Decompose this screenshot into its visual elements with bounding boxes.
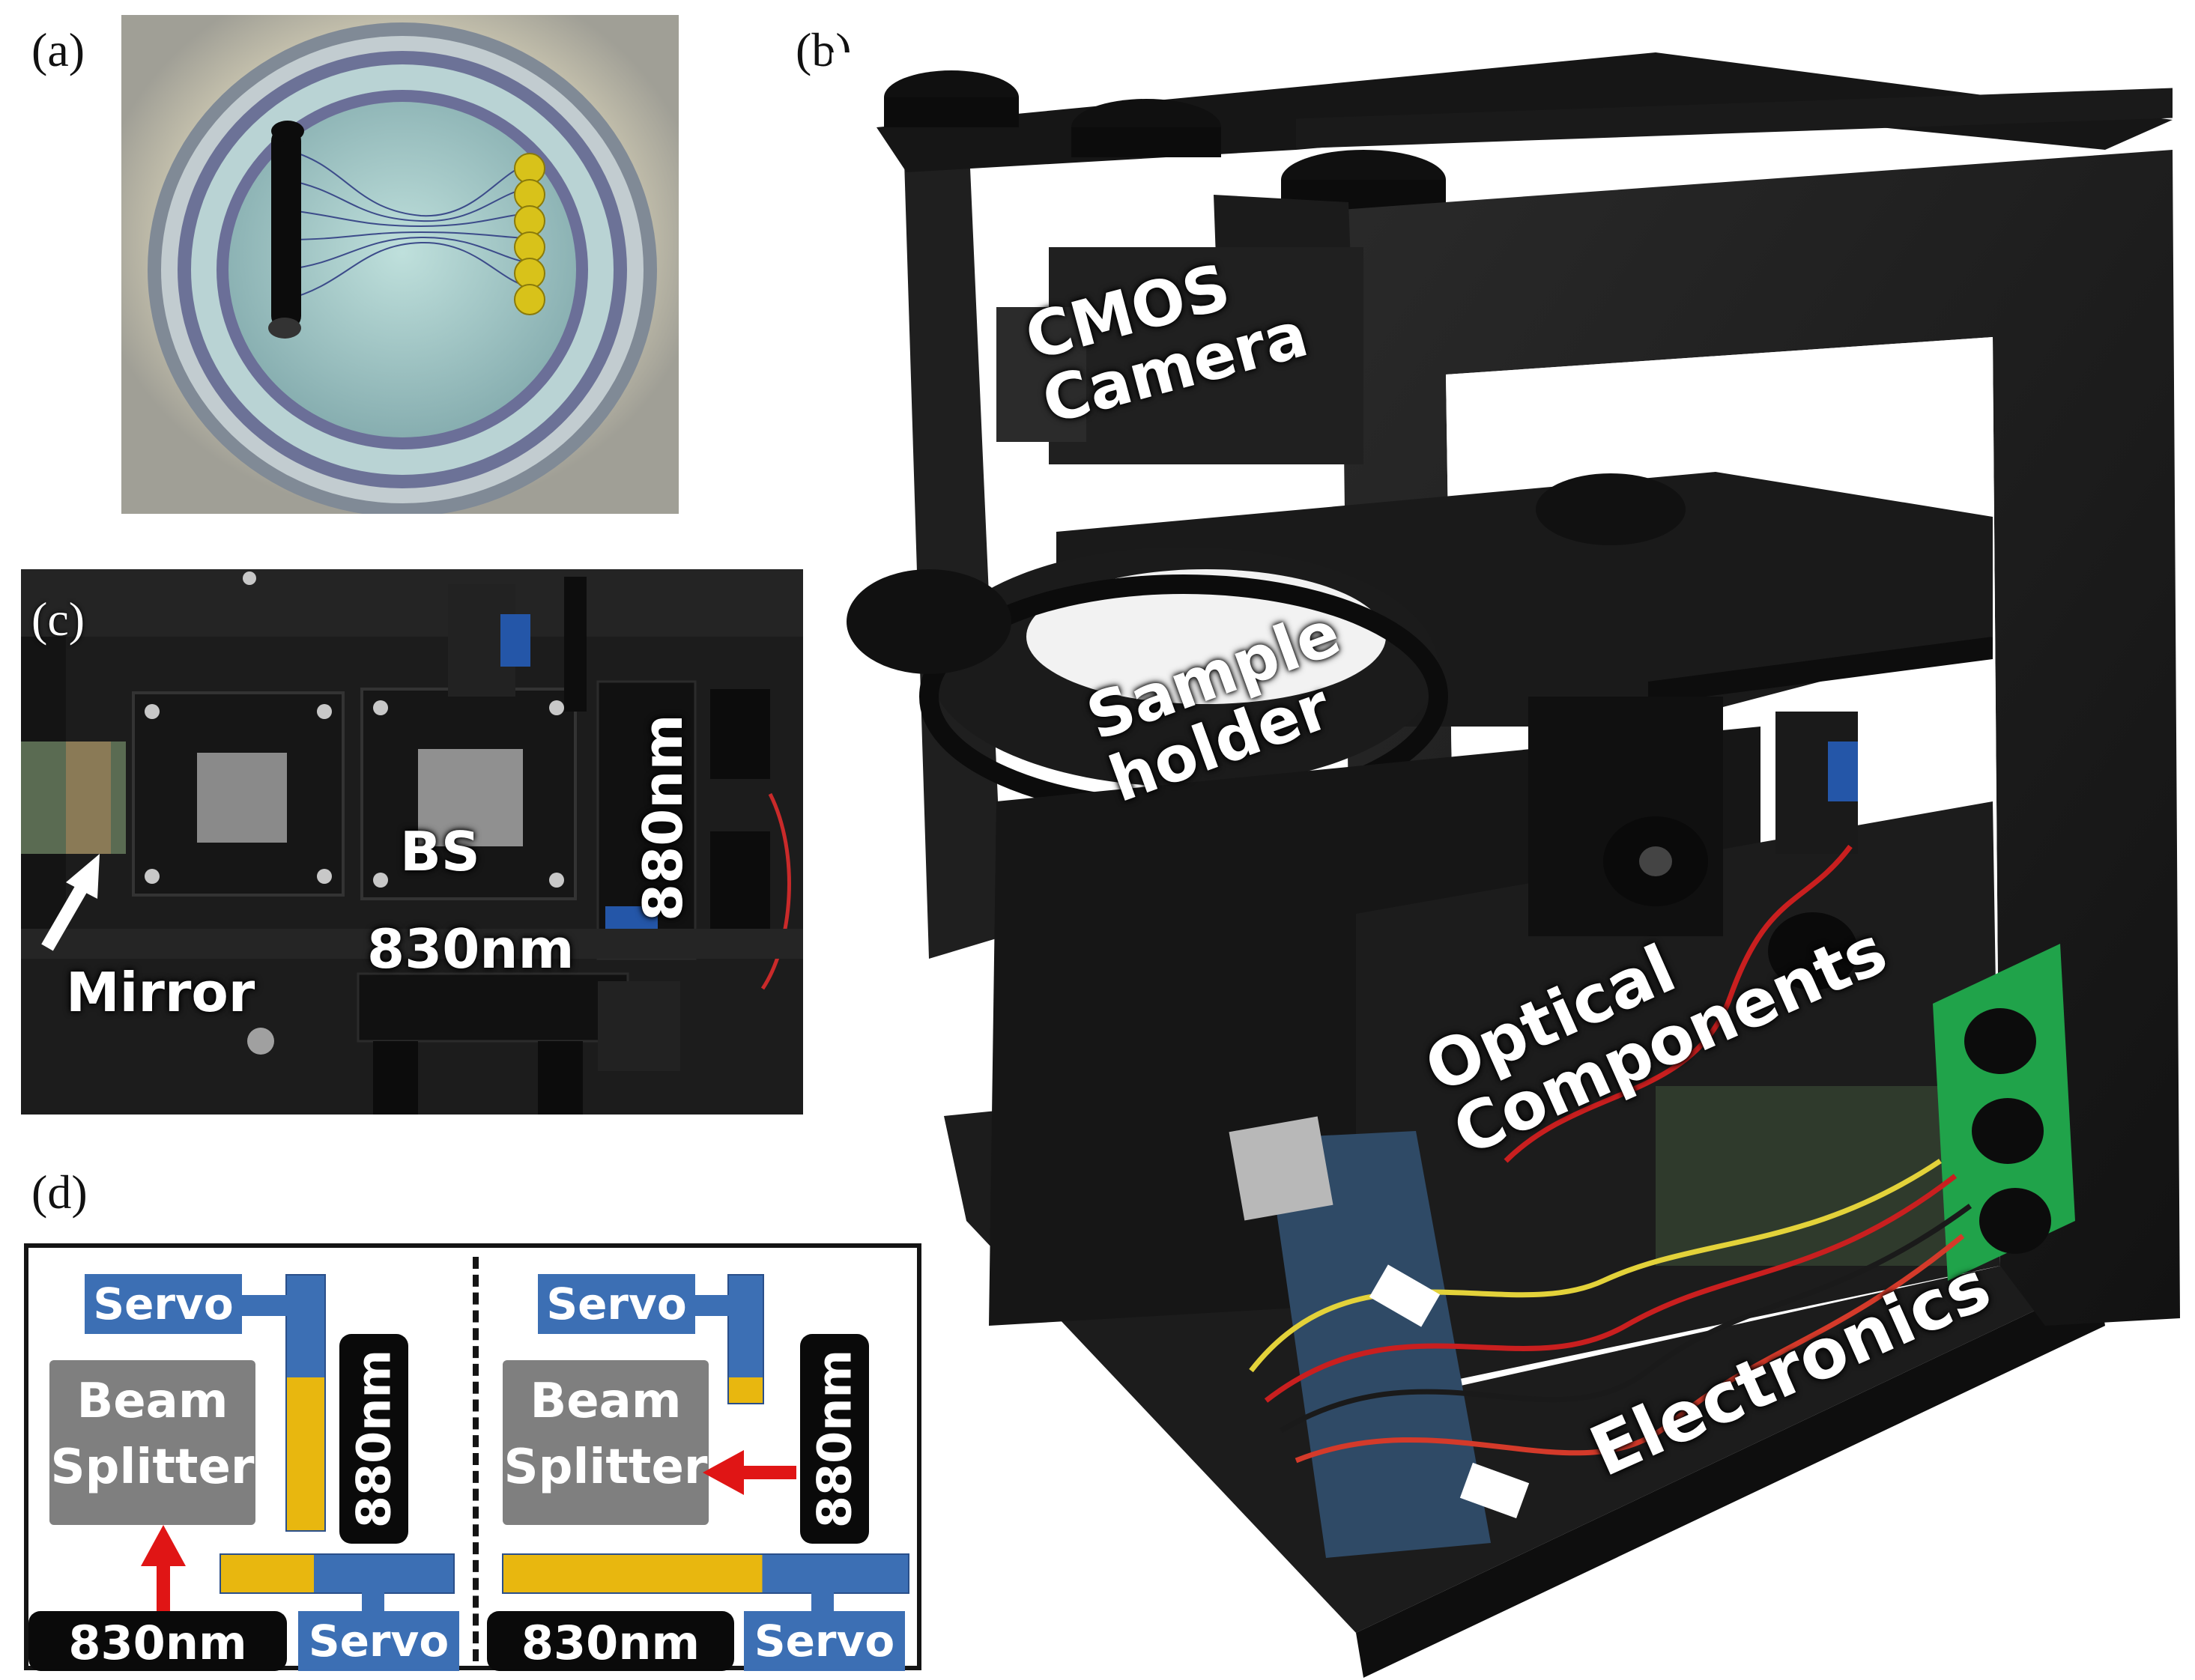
stage-knob-icon (1536, 473, 1686, 545)
right-laser-830: 830nm (487, 1611, 734, 1671)
left-servo-top-label: Servo (93, 1279, 234, 1329)
label-880nm-photo: 880nm (632, 714, 694, 921)
left-servo-bottom: Servo (298, 1589, 459, 1671)
right-servo-top: Servo (538, 1274, 736, 1341)
left-laser-880: 880nm (339, 1334, 408, 1544)
right-mirror-horizontal (502, 1553, 909, 1594)
knob-top-left-icon (884, 70, 1019, 127)
left-laser-830: 830nm (28, 1611, 287, 1671)
right-beam-line1: Beam (530, 1374, 682, 1429)
optics-top-view-illustration (21, 569, 803, 1115)
right-beam-line2: Splitter (503, 1440, 708, 1495)
left-beam-splitter: Beam Splitter (49, 1360, 255, 1525)
left-beam-line1: Beam (76, 1374, 228, 1429)
microscope-illustration (847, 52, 2180, 1678)
black-electrode-pins (268, 121, 304, 339)
label-mirror: Mirror (66, 961, 255, 1024)
wafer-photo (121, 15, 679, 514)
left-mirror-vertical (285, 1274, 326, 1532)
right-laser-830-label: 830nm (521, 1616, 700, 1670)
panel-letter-a: (a) (31, 23, 85, 76)
mirror-arrow-icon (41, 854, 100, 951)
wafer-illustration (121, 15, 679, 514)
schematic-divider (473, 1257, 479, 1661)
label-830nm-photo: 830nm (367, 918, 575, 980)
optics-top-view-photo: BS 880nm 830nm Mirror (21, 569, 803, 1115)
right-servo-bottom-label: Servo (754, 1616, 895, 1667)
right-beam-splitter: Beam Splitter (503, 1360, 709, 1525)
right-laser-880: 880nm (800, 1334, 869, 1544)
left-servo-bottom-label: Servo (308, 1616, 449, 1667)
panel-letter-c: (c) (31, 592, 85, 646)
knob-top-right-icon (1281, 150, 1446, 213)
right-servo-bottom: Servo (744, 1589, 905, 1671)
left-beam-line2: Splitter (50, 1440, 255, 1495)
yellow-electrode-pins (514, 153, 545, 315)
left-laser-880-label: 880nm (346, 1349, 402, 1529)
right-servo-top-label: Servo (546, 1279, 687, 1329)
right-mirror-vertical (727, 1274, 764, 1404)
knob-top-middle-icon (1071, 99, 1221, 157)
panel-letter-d: (d) (31, 1165, 88, 1219)
arrow-left-icon (703, 1450, 796, 1495)
left-mirror-horizontal (220, 1553, 455, 1594)
servo-schematic: Servo Beam Splitter 880nm 830nm Servo Se… (24, 1243, 921, 1671)
left-servo-top: Servo (85, 1274, 291, 1341)
holder-knob-icon (847, 569, 1011, 674)
right-laser-880-label: 880nm (807, 1349, 862, 1529)
microscope-photo: CMOS Camera Sample holder Optical Compon… (832, 52, 2188, 1678)
label-bs: BS (400, 820, 480, 883)
left-laser-830-label: 830nm (68, 1616, 247, 1670)
